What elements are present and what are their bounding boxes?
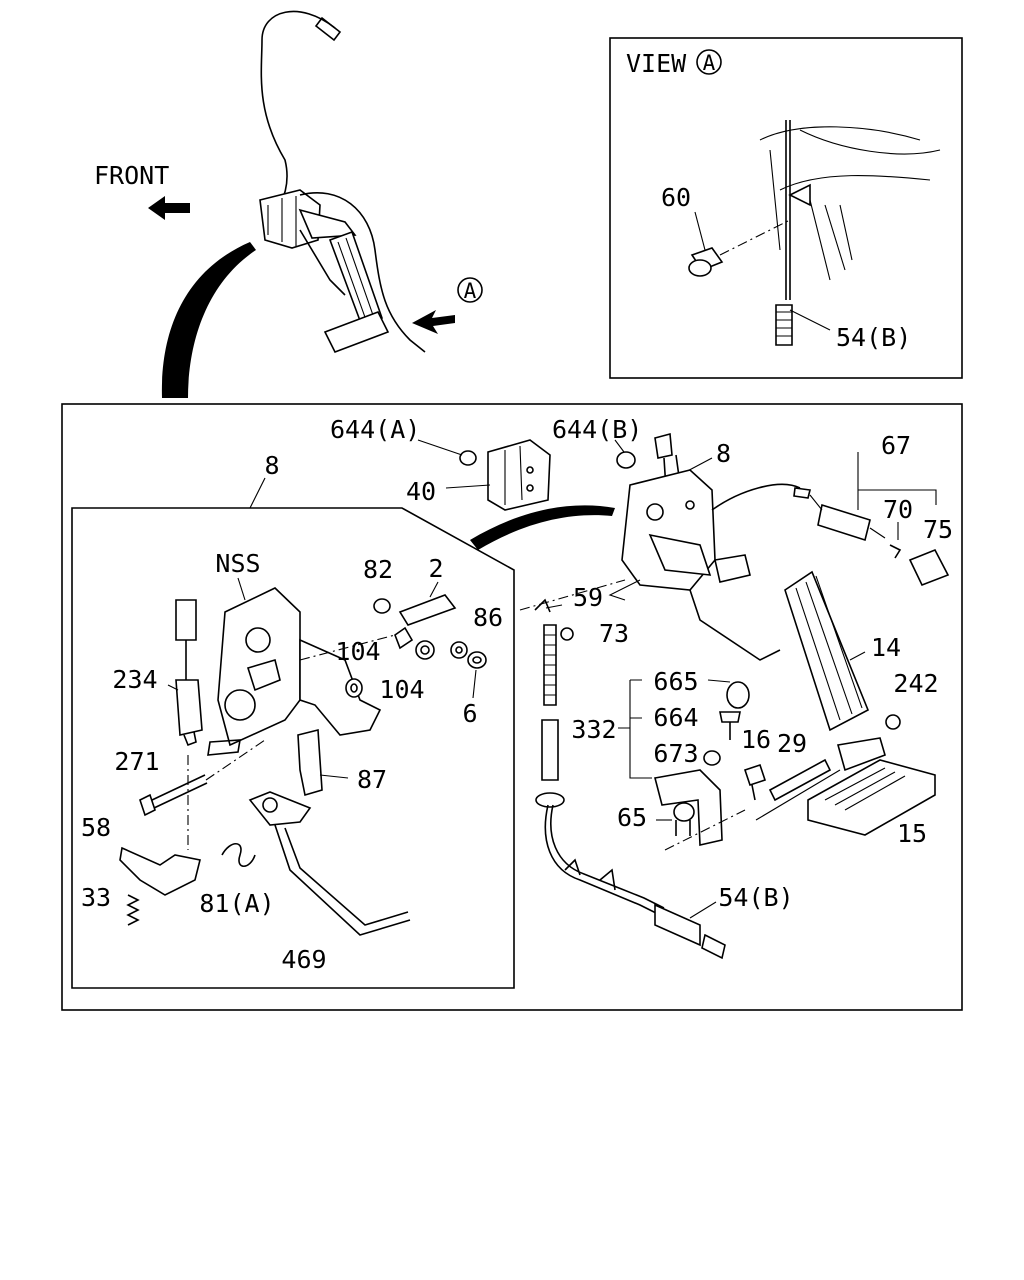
part-6-nut: [467, 651, 487, 669]
part-234-stop-switch: [175, 599, 203, 747]
label-87: 87: [357, 765, 387, 794]
part-86-washer: [450, 641, 468, 659]
label-54b-cable: 54(B): [718, 883, 793, 912]
part-665-cap: [726, 681, 750, 709]
label-nss: NSS: [215, 549, 260, 578]
view-a-title: VIEW: [626, 49, 687, 78]
part-75-knob: [908, 548, 950, 587]
view-a-marker: A: [464, 279, 477, 303]
part-2-lever: [398, 594, 457, 626]
label-75: 75: [923, 515, 953, 544]
part-33-spring: [126, 894, 140, 926]
part-664-pin: [719, 711, 741, 723]
label-15: 15: [897, 819, 927, 848]
label-271: 271: [114, 747, 159, 776]
part-73-washer: [560, 627, 574, 641]
group-332-bracket-lines: [618, 679, 652, 779]
label-58: 58: [81, 813, 111, 842]
front-arrow-icon: [148, 196, 190, 220]
main-parts-frame: [61, 403, 963, 1011]
label-242: 242: [893, 669, 938, 698]
part-65-bolt-head: [673, 802, 695, 822]
view-a-panel: [609, 37, 963, 379]
curved-pointer-arrow-icon: [161, 242, 256, 398]
part-40-bracket: [487, 439, 551, 511]
part-673-nut: [703, 750, 721, 766]
label-469: 469: [281, 945, 326, 974]
label-16: 16: [741, 725, 771, 754]
label-86: 86: [473, 603, 503, 632]
part-29-pin: [768, 758, 832, 802]
label-234: 234: [112, 665, 157, 694]
part-54b-throttle-cable: [535, 624, 726, 960]
label-332: 332: [571, 715, 616, 744]
view-a-title-marker: A: [703, 51, 716, 75]
label-8-subassembly: 8: [264, 451, 279, 480]
part-67-adjuster: [817, 503, 871, 542]
label-104-lower: 104: [379, 675, 424, 704]
label-14: 14: [871, 633, 901, 662]
part-87-stopper: [297, 728, 323, 797]
part-15-pedal-pad: [807, 737, 936, 836]
curved-assembly-arrow-icon: [470, 505, 615, 550]
label-65: 65: [617, 803, 647, 832]
part-8-pedal-bracket-assembly: [608, 432, 781, 661]
part-644a-nut: [459, 450, 477, 466]
label-6: 6: [462, 699, 477, 728]
part-67-cable-end: [793, 487, 811, 499]
label-29: 29: [777, 729, 807, 758]
part-644b-nut: [616, 451, 636, 469]
part-271-bolt-head: [139, 793, 156, 817]
part-16-bolt: [743, 763, 767, 787]
part-58-bracket: [119, 846, 201, 896]
label-33: 33: [81, 883, 111, 912]
part-104-washer-upper: [415, 640, 435, 660]
throttle-cable-upper: [711, 483, 801, 511]
label-673: 673: [653, 739, 698, 768]
label-82: 82: [363, 555, 393, 584]
label-644b: 644(B): [552, 415, 642, 444]
label-60: 60: [661, 183, 691, 212]
part-104-washer-lower: [345, 678, 363, 698]
label-104-upper: 104: [335, 637, 380, 666]
label-2: 2: [428, 554, 443, 583]
part-70-clip: [889, 544, 902, 559]
part-469-pedal-arm: [248, 791, 411, 936]
part-nss-bracket-plate: [207, 587, 382, 756]
part-2-pivot: [394, 626, 414, 650]
label-67: 67: [881, 431, 911, 460]
part-271-bolt-shank: [151, 774, 206, 801]
part-81a-spring: [221, 842, 256, 868]
view-a-detail-drawing: [688, 120, 941, 346]
part-14-accelerator-pedal: [784, 570, 870, 732]
part-242-nut: [885, 714, 901, 730]
label-644a: 644(A): [330, 415, 420, 444]
label-54b-view-a: 54(B): [836, 323, 911, 352]
label-664: 664: [653, 703, 698, 732]
label-40: 40: [406, 477, 436, 506]
pedal-bracket-subassembly-panel: [71, 507, 515, 989]
label-81a: 81(A): [199, 889, 274, 918]
label-665: 665: [653, 667, 698, 696]
label-8-bracket: 8: [716, 439, 731, 468]
label-70: 70: [883, 495, 913, 524]
front-label: FRONT: [94, 161, 169, 190]
part-82-bushing: [373, 598, 391, 614]
label-73: 73: [599, 619, 629, 648]
overview-assembly-drawing: A: [259, 10, 483, 354]
part-332-stopper-bracket: [654, 769, 723, 846]
